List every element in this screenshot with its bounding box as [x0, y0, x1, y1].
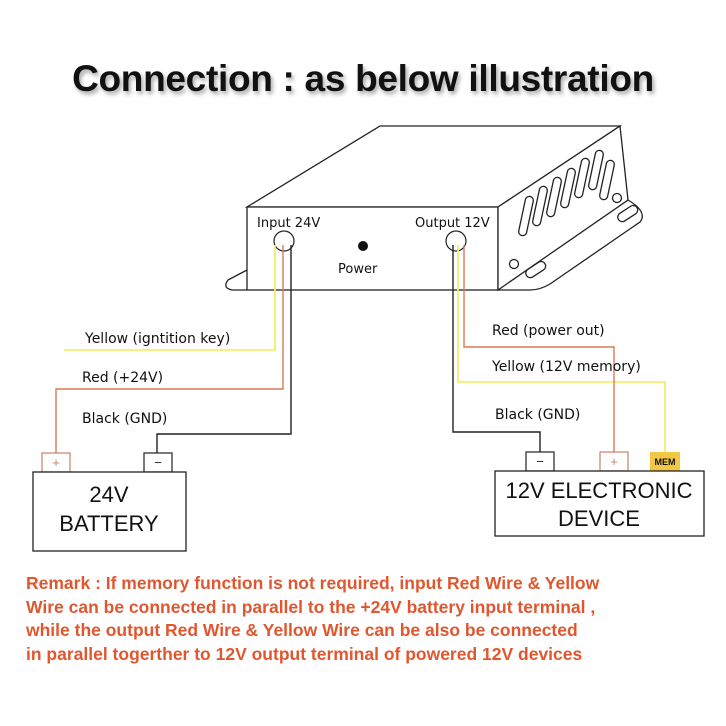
electronic-device: − + MEM 12V ELECTRONIC DEVICE	[494, 451, 705, 537]
battery-voltage-label: 24V	[89, 482, 128, 507]
wire-input-black	[156, 245, 292, 455]
wire-output-red	[463, 245, 615, 455]
wire-label-red-24v: Red (+24V)	[82, 370, 163, 386]
wire-output-yellow	[457, 245, 666, 455]
converter-box	[225, 124, 643, 292]
device-plus-icon: +	[610, 454, 618, 469]
output-12v-label: Output 12V	[415, 216, 490, 231]
vent-slots	[518, 149, 615, 237]
remark-text: Remark : If memory function is not requi…	[26, 572, 716, 666]
wire-label-yellow-memory: Yellow (12V memory)	[491, 359, 641, 375]
device-name-line1: 12V ELECTRONIC	[505, 478, 692, 503]
battery-plus-icon: +	[52, 455, 60, 470]
power-led-icon	[358, 241, 368, 251]
device-minus-icon: −	[536, 454, 544, 469]
battery: + − 24V BATTERY	[32, 452, 187, 552]
input-24v-label: Input 24V	[257, 216, 320, 231]
device-mem-terminal	[650, 452, 680, 471]
remark-line: Remark : If memory function is not requi…	[26, 573, 600, 593]
input-port-icon	[273, 230, 295, 252]
battery-name-label: BATTERY	[59, 511, 159, 536]
remark-line: while the output Red Wire & Yellow Wire …	[26, 620, 578, 640]
power-label: Power	[338, 262, 378, 277]
output-port-icon	[445, 230, 467, 252]
battery-minus-icon: −	[154, 455, 162, 470]
device-name-line2: DEVICE	[558, 506, 640, 531]
wire-label-yellow-ignition: Yellow (igntition key)	[84, 331, 230, 347]
wire-label-black-gnd-in: Black (GND)	[82, 411, 167, 427]
device-mem-label: MEM	[655, 457, 676, 467]
wire-input-red	[55, 245, 284, 462]
remark-line: Wire can be connected in parallel to the…	[26, 596, 596, 617]
remark-line: in parallel togerther to 12V output term…	[26, 643, 583, 664]
wire-label-black-gnd-out: Black (GND)	[495, 407, 580, 423]
wire-output-black	[452, 245, 541, 455]
page-title: Connection : as below illustration	[72, 58, 654, 99]
wire-label-red-power-out: Red (power out)	[492, 323, 605, 339]
wire-input-yellow	[64, 245, 276, 351]
